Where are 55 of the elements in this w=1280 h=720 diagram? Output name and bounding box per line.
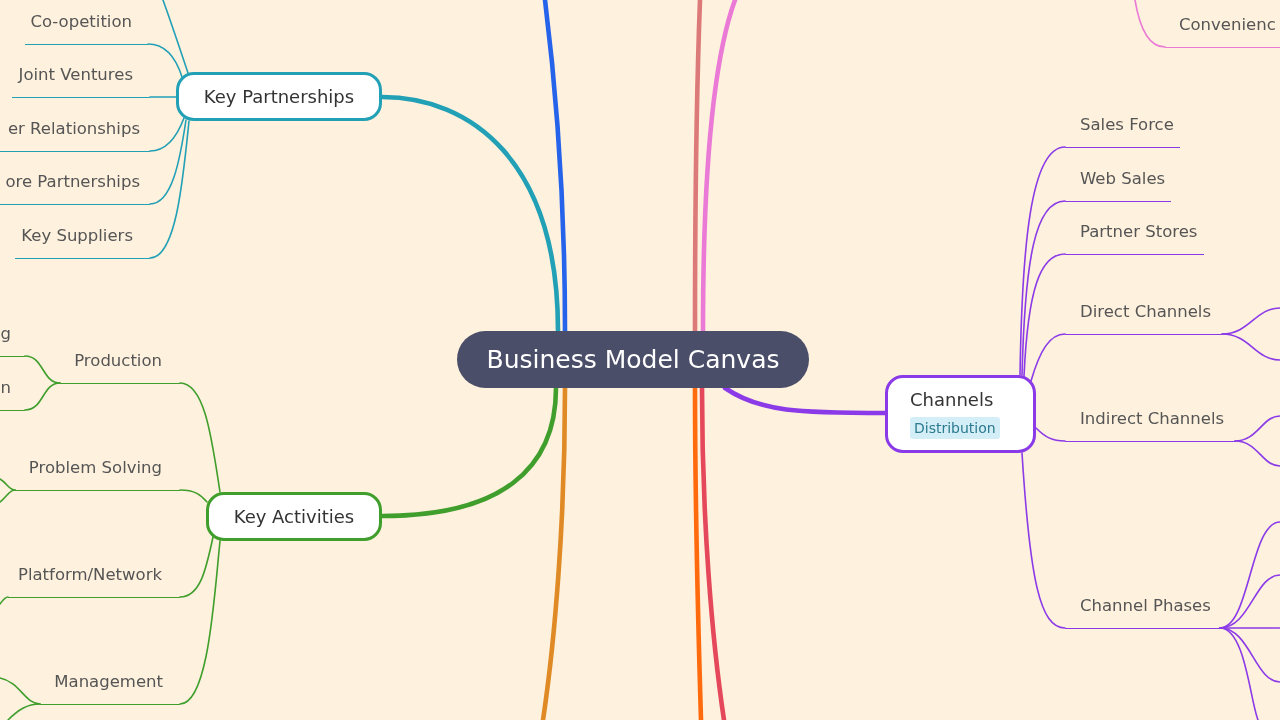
branch-line bbox=[147, 43, 183, 78]
topic-label: Joint Ventures bbox=[12, 64, 150, 98]
branch-line bbox=[1019, 146, 1066, 376]
branch-line bbox=[699, 385, 727, 720]
topic-label: Platform/Network bbox=[8, 564, 180, 598]
branch-line bbox=[149, 120, 190, 259]
topic-label: ore Partnerships bbox=[0, 171, 150, 205]
topic-label: Production bbox=[60, 350, 180, 384]
branch-line bbox=[1234, 440, 1280, 467]
topic-label: Convenienc bbox=[1165, 14, 1280, 48]
topic-box bbox=[885, 375, 1036, 453]
branch-line bbox=[0, 596, 9, 605]
topic-box: Key Partnerships bbox=[176, 72, 382, 121]
branch-line bbox=[542, 0, 568, 334]
branch-line bbox=[1021, 452, 1066, 629]
topic-label: Problem Solving bbox=[15, 457, 180, 491]
topic-label: Web Sales bbox=[1065, 168, 1171, 202]
topic-label: Management bbox=[40, 671, 180, 705]
topic-label: Partner Stores bbox=[1065, 221, 1204, 255]
branch-line bbox=[149, 119, 187, 205]
branch-line bbox=[149, 96, 177, 98]
branch-line bbox=[0, 478, 16, 491]
branch-line bbox=[24, 382, 61, 411]
branch-line bbox=[1134, 0, 1166, 48]
topic-title: Channels bbox=[910, 389, 995, 411]
branch-line bbox=[0, 489, 16, 503]
topic-label: Channel Phases bbox=[1065, 595, 1220, 629]
branch-line bbox=[1035, 427, 1066, 442]
central-topic: Business Model Canvas bbox=[457, 331, 809, 388]
topic-label: Co-opetition bbox=[25, 11, 148, 45]
topic-label: er Relationships bbox=[0, 118, 150, 152]
topic-label: n bbox=[0, 377, 25, 411]
branch-line bbox=[7, 703, 41, 720]
branch-line bbox=[1030, 333, 1066, 382]
branch-line bbox=[179, 540, 221, 705]
topic-box: Key Activities bbox=[206, 492, 382, 541]
branch-line bbox=[1023, 253, 1066, 377]
branch-line bbox=[179, 489, 208, 503]
branch-line bbox=[692, 385, 704, 720]
branch-line bbox=[692, 0, 703, 334]
branch-line bbox=[700, 0, 738, 334]
topic-label: Key Suppliers bbox=[15, 225, 150, 259]
branch-line bbox=[1021, 200, 1066, 376]
topic-label: Indirect Channels bbox=[1065, 408, 1235, 442]
branch-line bbox=[1219, 627, 1259, 720]
branch-line bbox=[1221, 333, 1280, 361]
branch-line bbox=[540, 385, 568, 720]
topic-label: Sales Force bbox=[1065, 114, 1180, 148]
tag-label: Distribution bbox=[910, 417, 1000, 439]
topic-label: g bbox=[0, 323, 25, 357]
topic-label: Direct Channels bbox=[1065, 301, 1222, 335]
branch-line bbox=[179, 382, 221, 493]
branch-line bbox=[179, 536, 214, 598]
branch-line bbox=[162, 0, 189, 74]
branch-line bbox=[149, 117, 185, 152]
